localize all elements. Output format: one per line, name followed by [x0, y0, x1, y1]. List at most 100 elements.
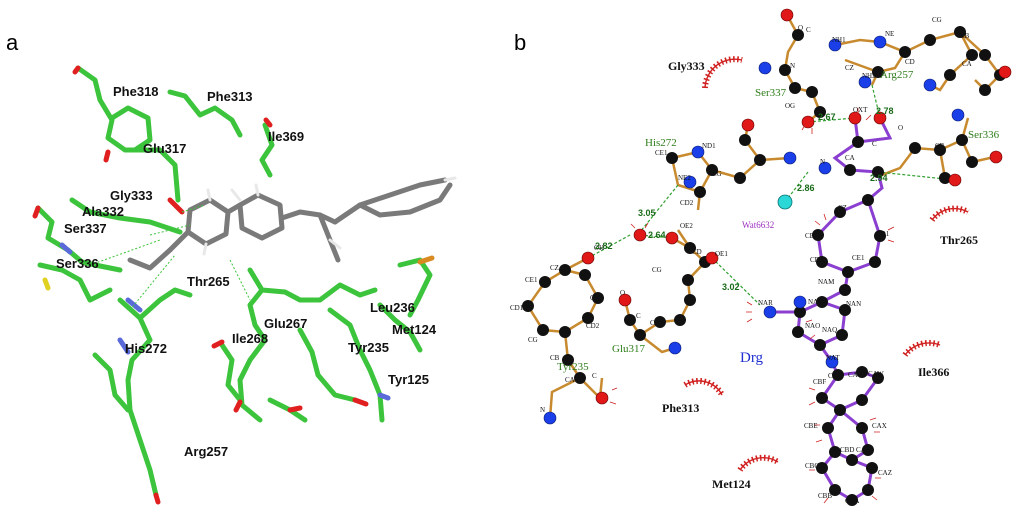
- panel-a-3d-view: a: [0, 0, 500, 523]
- atom-labels: O C NH1 NE CG CB N CZ NH2 Arg257 CD CA O…: [510, 16, 972, 505]
- atom-label-49: NAP: [808, 298, 822, 306]
- panel-a-hbonds: [89, 204, 251, 311]
- atom-label-55: CBF: [813, 378, 826, 386]
- atom-label-17: ND1: [702, 142, 716, 150]
- atom-label-0: O: [798, 24, 803, 32]
- dist-d6: 2.78: [876, 106, 894, 116]
- atom-label-2: NH1: [832, 36, 846, 44]
- atom-label-25: OH: [594, 244, 604, 252]
- atom-label-57: CAW: [868, 370, 884, 378]
- dist-d8: 2.94: [870, 173, 888, 183]
- res-arg257: Arg257: [880, 69, 914, 81]
- arc-met124: [737, 454, 780, 472]
- atom-label-27: CE1: [525, 276, 538, 284]
- label-ile268: Ile268: [232, 331, 268, 346]
- res-his272: His272: [645, 137, 677, 149]
- atom-label-5: CB: [960, 32, 970, 40]
- atom-label-15: CB: [935, 142, 945, 150]
- res-met124: Met124: [712, 477, 751, 491]
- atom-label-10: CD: [905, 58, 915, 66]
- water-atom: [777, 194, 793, 210]
- hbond-residue-labels: His272 Ser337 Ser336 Tyr235 Glu317: [557, 87, 1000, 373]
- label-glu267: Glu267: [264, 316, 307, 331]
- atom-label-7: CZ: [845, 64, 854, 72]
- dist-d4: 3.02: [722, 282, 740, 292]
- atom-label-12: OG: [785, 102, 795, 110]
- atom-label-48: NAO: [805, 322, 820, 330]
- protein-sticks: [35, 65, 433, 498]
- atom-label-59: CAX: [872, 422, 887, 430]
- atom-label-21: OE2: [680, 222, 693, 230]
- res-ile366: Ile366: [918, 365, 949, 379]
- res-gly333: Gly333: [668, 59, 705, 73]
- atom-label-44: CZ: [838, 204, 847, 212]
- label-phe313: Phe313: [207, 89, 253, 104]
- atom-label-8: NH2: [862, 72, 876, 80]
- atom-label-45: CE1: [852, 254, 865, 262]
- label-thr265: Thr265: [187, 274, 230, 289]
- panel-a-svg: a: [6, 30, 457, 505]
- hydrophobic-arcs: [683, 56, 970, 472]
- atom-label-20: CD2: [680, 199, 694, 207]
- dist-d3: 2.64: [648, 230, 666, 240]
- atom-label-63: CAZ: [878, 469, 892, 477]
- atom-label-16: CE1: [655, 149, 668, 157]
- atom-label-41: C: [872, 140, 877, 148]
- atom-label-11: CA: [962, 60, 972, 68]
- hydrophobic-residue-labels: Gly333 Thr265 Ile366 Phe313 Met124: [662, 59, 978, 491]
- atoms: [522, 8, 1012, 506]
- panel-b-label: b: [514, 30, 526, 55]
- atom-label-60: CBD: [840, 446, 854, 454]
- atom-label-3: NE: [885, 30, 894, 38]
- atom-label-32: CB: [550, 354, 560, 362]
- atom-label-43: CD2: [810, 256, 824, 264]
- atom-label-29: CD1: [510, 304, 524, 312]
- panel-a-label: a: [6, 30, 19, 55]
- arc-ile366: [902, 339, 942, 357]
- panel-b-svg: b: [510, 8, 1012, 506]
- atom-label-38: C: [636, 312, 641, 320]
- arc-gly333: [702, 56, 743, 89]
- label-glu317: Glu317: [143, 141, 186, 156]
- label-tyr125: Tyr125: [388, 372, 429, 387]
- label-ala332: Ala332: [82, 204, 124, 219]
- res-thr265: Thr265: [940, 233, 978, 247]
- atom-label-62: CBC: [805, 462, 819, 470]
- res-tyr235: Tyr235: [557, 361, 589, 373]
- dist-d7: 2.86: [797, 183, 815, 193]
- residue-bonds: [526, 14, 1002, 419]
- atom-label-30: CD2: [586, 322, 600, 330]
- arc-phe313: [683, 377, 725, 397]
- atom-label-53: NAT: [826, 354, 840, 362]
- label-met124: Met124: [392, 322, 437, 337]
- atom-label-31: CG: [528, 336, 538, 344]
- atom-label-18: NE2: [678, 174, 691, 182]
- label-ser336: Ser336: [56, 256, 99, 271]
- dist-d2: 2.82: [595, 241, 613, 251]
- hbond-lines: [587, 84, 956, 306]
- hbond-distances: 3.05 2.82 2.64 3.02 2.67 2.78 2.86 2.94: [595, 106, 894, 292]
- ligand-hydrogens: [202, 176, 457, 256]
- panel-a-residue-labels: Phe318 Phe313 Glu317 Ile369 Gly333 Ala33…: [56, 84, 437, 459]
- res-glu317: Glu317: [612, 343, 646, 355]
- atom-label-50: NAN: [846, 300, 861, 308]
- label-gly333: Gly333: [110, 188, 153, 203]
- label-phe318: Phe318: [113, 84, 159, 99]
- label-leu236: Leu236: [370, 300, 415, 315]
- atom-label-46: CD1: [876, 230, 890, 238]
- label-arg257: Arg257: [184, 444, 228, 459]
- atom-label-22: OE1: [715, 250, 728, 258]
- atom-label-47: NAM: [818, 278, 835, 286]
- atom-label-1: C: [806, 26, 811, 34]
- atom-label-56: CAV: [848, 371, 862, 379]
- atom-label-14: O: [898, 124, 903, 132]
- atom-label-13: OXT: [853, 106, 868, 114]
- atom-label-39: N: [820, 158, 825, 166]
- atom-label-61: CAY: [856, 446, 870, 454]
- atom-label-34: C: [592, 372, 597, 380]
- atom-label-37: CA: [650, 319, 660, 327]
- atom-label-6: N: [790, 62, 795, 70]
- atom-label-58: CBE: [804, 422, 818, 430]
- ligand-name: Drg: [740, 350, 764, 366]
- atom-label-4: CG: [932, 16, 942, 24]
